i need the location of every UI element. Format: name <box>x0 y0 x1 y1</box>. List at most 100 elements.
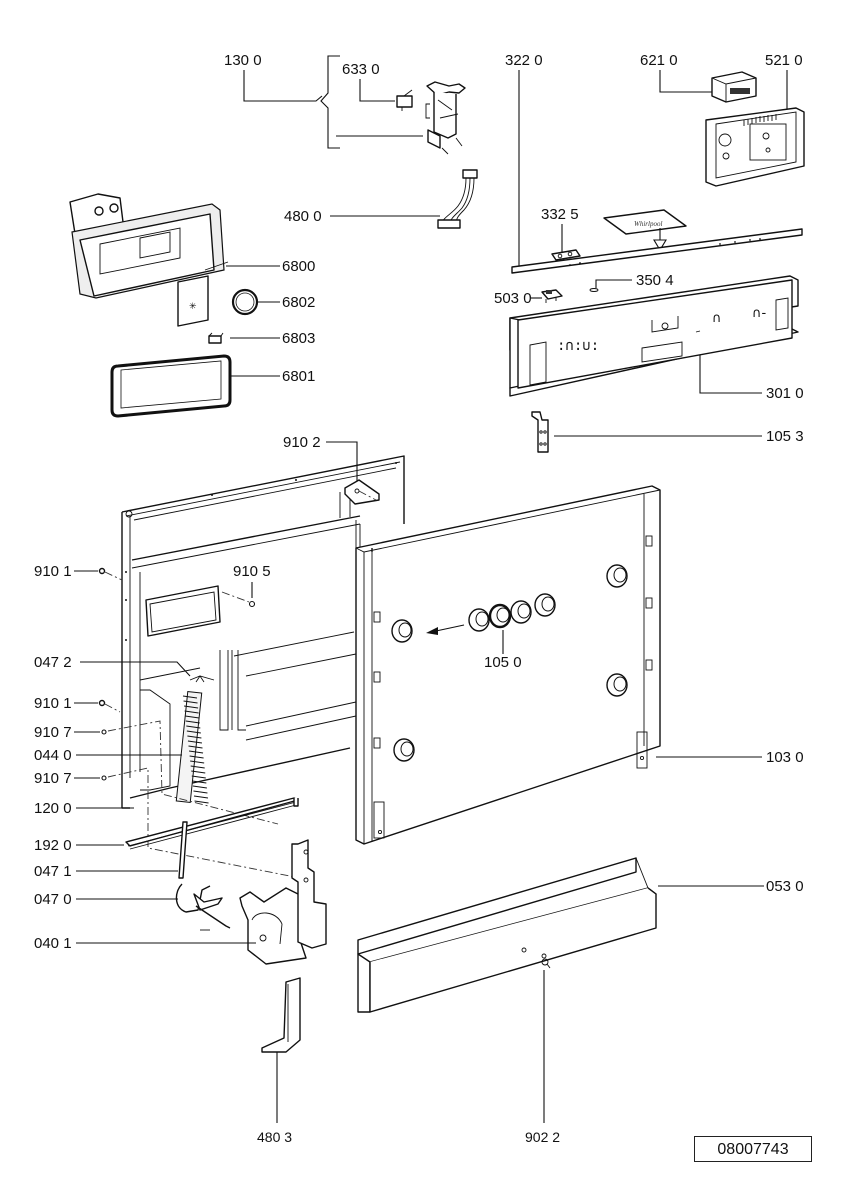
callout-1053: 105 3 <box>554 428 804 445</box>
bumper-button-icon <box>468 608 490 632</box>
bracket-3325-icon <box>551 249 581 261</box>
door-bumper-buttons <box>391 564 628 762</box>
label-6210: 621 0 <box>640 52 678 69</box>
bumper-button-icon <box>510 600 532 624</box>
callout-0472: 047 2 <box>34 654 191 677</box>
label-0401: 040 1 <box>34 935 72 952</box>
bumper-button-icon <box>606 564 628 588</box>
label-9022: 902 2 <box>525 1129 560 1145</box>
bumper-button-icon <box>393 738 415 762</box>
label-1050: 105 0 <box>484 654 522 671</box>
callout-0401: 040 1 <box>34 935 256 952</box>
rod-icon <box>178 821 188 879</box>
control-panel-fascia-icon: :∩:∪: ∩ ∩- <box>509 275 799 397</box>
callout-4803: 480 3 <box>257 1052 292 1145</box>
control-board-icon <box>705 107 805 187</box>
callout-1050: 105 0 <box>484 630 522 671</box>
callout-9102: 910 2 <box>283 434 358 488</box>
svg-text:∩: ∩ <box>712 311 722 326</box>
spring-icon <box>175 691 209 804</box>
callout-3010: 301 0 <box>699 355 804 402</box>
cam-0470-icon <box>175 883 231 931</box>
callout-5030: 503 0 <box>494 290 542 307</box>
label-9105: 910 5 <box>233 563 271 580</box>
drawing-reference-number: 08007743 <box>694 1136 812 1162</box>
arrow-down-icon <box>653 228 667 252</box>
label-4803: 480 3 <box>257 1129 292 1145</box>
wiring-harness-icon <box>437 169 478 229</box>
callout-3220: 322 0 <box>505 52 543 270</box>
door-latch-icon: ✳ <box>69 193 229 327</box>
label-9101-mid: 910 1 <box>34 695 72 712</box>
spring-hook-icon <box>189 675 215 683</box>
callout-0471: 047 1 <box>34 863 178 880</box>
gasket-icon <box>110 354 232 418</box>
svg-text::∩:∪:: :∩:∪: <box>557 338 599 354</box>
callout-1920: 192 0 <box>34 837 124 854</box>
label-6800: 6800 <box>282 258 315 275</box>
label-5210: 521 0 <box>765 52 803 69</box>
label-1920: 192 0 <box>34 837 72 854</box>
label-0530: 053 0 <box>766 878 804 895</box>
callout-5210: 521 0 <box>765 52 803 110</box>
logo-plate-icon: Whirlpool <box>603 209 687 235</box>
label-0472: 047 2 <box>34 654 72 671</box>
callout-6801: 6801 <box>230 368 315 385</box>
callout-9022: 902 2 <box>525 970 560 1145</box>
callout-6330: 633 0 <box>342 61 395 102</box>
label-1030: 103 0 <box>766 749 804 766</box>
foot-bracket-icon <box>261 977 301 1053</box>
callout-9107-bottom: 910 7 <box>34 767 301 879</box>
label-1300: 130 0 <box>224 52 262 69</box>
callout-9107-top: 910 7 <box>34 720 279 825</box>
kickplate-icon <box>357 857 657 1013</box>
svg-text:Whirlpool: Whirlpool <box>634 220 662 228</box>
label-4800: 480 0 <box>284 208 322 225</box>
callout-3504: 350 4 <box>589 272 674 292</box>
ring-seal-icon <box>231 288 259 316</box>
callout-9101-mid: 910 1 <box>34 695 121 713</box>
label-6802: 6802 <box>282 294 315 311</box>
callout-9101-top: 910 1 <box>34 563 123 581</box>
label-6330: 633 0 <box>342 61 380 78</box>
label-9101-top: 910 1 <box>34 563 72 580</box>
label-9102: 910 2 <box>283 434 321 451</box>
label-1200: 120 0 <box>34 800 72 817</box>
electronic-module-icon <box>711 71 757 103</box>
label-0470: 047 0 <box>34 891 72 908</box>
label-3220: 322 0 <box>505 52 543 69</box>
bracket-9102-icon <box>344 479 380 505</box>
callout-6800: 6800 <box>226 258 315 275</box>
label-3010: 301 0 <box>766 385 804 402</box>
bracket-1053-icon <box>531 411 549 453</box>
screw-9022-icon <box>541 953 551 969</box>
callout-3325: 332 5 <box>541 206 579 252</box>
clip-icon <box>208 332 224 344</box>
callout-0470: 047 0 <box>34 891 178 908</box>
outer-door-panel-icon <box>355 485 661 845</box>
callout-6802: 6802 <box>258 294 315 311</box>
callout-0440: 044 0 <box>34 747 182 764</box>
callout-4800: 480 0 <box>284 208 440 225</box>
bumper-button-icon <box>488 603 512 629</box>
callout-0530: 053 0 <box>658 878 804 895</box>
label-0440: 044 0 <box>34 747 72 764</box>
micro-switch-icon <box>396 89 413 111</box>
callout-9105: 910 5 <box>221 563 271 608</box>
svg-text:∩-: ∩- <box>752 306 767 321</box>
bumper-button-icon <box>534 593 556 617</box>
hinge-0401-icon <box>239 839 327 965</box>
door-lock-mechanism-icon <box>425 81 466 155</box>
bumper-button-icon <box>606 673 628 697</box>
callout-6210: 621 0 <box>640 52 714 93</box>
svg-text:✳: ✳ <box>189 302 197 312</box>
label-1053: 105 3 <box>766 428 804 445</box>
rail-1920-icon <box>125 797 299 850</box>
side-clips <box>373 535 653 749</box>
label-0471: 047 1 <box>34 863 72 880</box>
label-5030: 503 0 <box>494 290 532 307</box>
bumper-button-icon <box>391 619 413 643</box>
callout-6803: 6803 <box>230 330 315 347</box>
control-panel-strip-icon <box>511 228 803 274</box>
